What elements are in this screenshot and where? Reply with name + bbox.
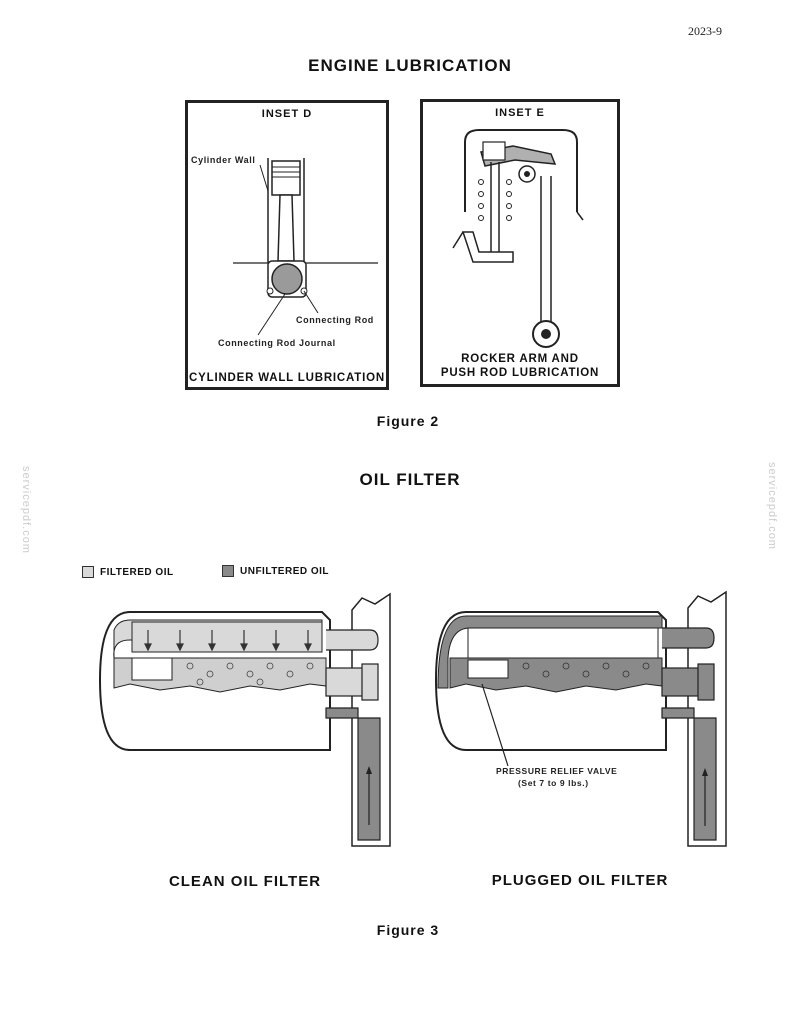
pressure-relief-valve-label: PRESSURE RELIEF VALVE — [496, 766, 618, 776]
clean-oil-filter-caption: CLEAN OIL FILTER — [168, 873, 322, 890]
section-title-oil-filter: OIL FILTER — [359, 470, 461, 489]
inset-d-caption: CYLINDER WALL LUBRICATION — [189, 372, 385, 384]
label-cylinder-wall: Cylinder Wall — [191, 155, 256, 165]
plugged-oil-filter-caption: PLUGGED OIL FILTER — [491, 872, 669, 889]
inset-d-title: INSET D — [261, 108, 313, 120]
section-title-engine-lubrication: ENGINE LUBRICATION — [308, 56, 512, 75]
inset-e-caption-line1: ROCKER ARM AND — [461, 353, 579, 365]
legend-unfiltered-oil: UNFILTERED OIL — [222, 565, 329, 577]
pressure-relief-valve-setting: (Set 7 to 9 lbs.) — [518, 778, 589, 788]
label-connecting-rod-journal: Connecting Rod Journal — [218, 338, 336, 348]
figure-3-label: Figure 3 — [376, 922, 440, 938]
inset-e-illustration — [452, 129, 584, 348]
page-number: 2023-9 — [688, 24, 722, 38]
figure-2-label: Figure 2 — [376, 413, 440, 429]
unfiltered-oil-swatch — [222, 565, 234, 577]
filtered-oil-swatch — [82, 566, 94, 578]
legend-unfiltered-label: UNFILTERED OIL — [240, 565, 330, 577]
label-connecting-rod: Connecting Rod — [296, 315, 374, 325]
inset-e-caption-line2: PUSH ROD LUBRICATION — [440, 367, 600, 379]
inset-d-panel: INSET D Cylinder Wall Connecting Rod Con… — [185, 100, 389, 390]
inset-d-illustration — [233, 158, 378, 336]
plugged-oil-filter-illustration — [434, 590, 727, 847]
legend-filtered-label: FILTERED OIL — [100, 566, 174, 578]
inset-e-panel: INSET E ROCKER ARM AND PUSH ROD LUBRICAT… — [420, 99, 620, 387]
inset-e-title: INSET E — [495, 107, 545, 119]
legend-filtered-oil: FILTERED OIL — [82, 566, 174, 578]
clean-oil-filter-illustration — [98, 592, 391, 847]
